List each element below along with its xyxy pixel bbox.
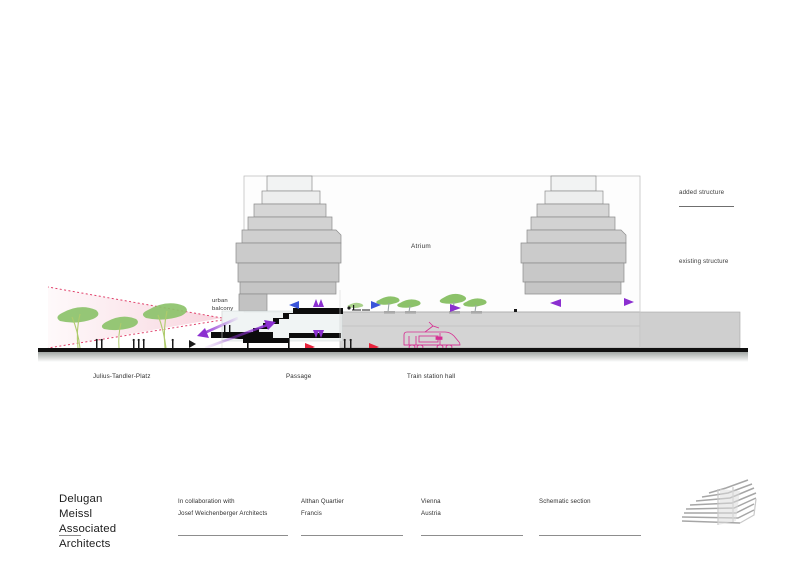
studio-logo-mark <box>678 477 760 529</box>
studio-name-line-3: Associated <box>59 523 117 536</box>
plaza-trees <box>57 303 187 349</box>
passage-people <box>343 338 352 348</box>
footer-col2-line1: Althan Quartier <box>301 498 344 505</box>
footer-col3-rule <box>421 535 523 536</box>
studio-name-line-4: Architects <box>59 538 111 551</box>
atrium-label: Atrium <box>411 243 431 250</box>
stair-arrows-purple <box>197 316 276 350</box>
view-cone <box>47 286 223 349</box>
station-podium <box>339 311 741 349</box>
urban-balcony-label-line1: urban <box>212 298 228 304</box>
footer-column-collaboration: In collaboration with Josef Weichenberge… <box>178 496 267 520</box>
train-locomotive <box>403 321 461 350</box>
ground-label-train-station-hall: Train station hall <box>407 373 456 380</box>
legend-added-structure: added structure <box>679 189 725 196</box>
footer-column-drawing-type: Schematic section <box>539 496 591 508</box>
footer-col4-line1: Schematic section <box>539 498 591 505</box>
section-svg <box>38 175 748 362</box>
architectural-section-drawing <box>38 175 748 362</box>
footer-col2-rule <box>301 535 403 536</box>
ground-label-passage: Passage <box>286 373 312 380</box>
right-tower-massing <box>520 175 627 295</box>
plaza-people <box>95 338 196 348</box>
footer-left-stub-rule <box>59 535 81 536</box>
left-tower-massing <box>235 175 342 312</box>
footer-col1-line2: Josef Weichenberger Architects <box>178 509 268 517</box>
footer-col4-rule <box>539 535 641 536</box>
roofdeck-arrow-purple-right <box>350 304 461 312</box>
footer-column-location: Vienna Austria <box>421 496 441 520</box>
lift-arrows-vertical <box>313 299 324 338</box>
legend-added-rule <box>679 206 734 207</box>
ground-label-plaza: Julius-Tandler-Platz <box>93 373 151 380</box>
footer-col1-line1: In collaboration with <box>178 498 235 505</box>
legend-existing-structure: existing structure <box>679 258 729 265</box>
station-arrow-purple-left <box>550 299 632 307</box>
urban-balcony-label-line2: balcony <box>212 306 234 312</box>
studio-name-line-1: Delugan <box>59 493 103 505</box>
footer-col1-rule <box>178 535 288 536</box>
studio-name-block: Delugan Meissl Associated Architects <box>59 492 116 553</box>
ground-line <box>38 348 748 362</box>
footer-col3-line2: Austria <box>421 509 441 517</box>
footer-col3-line1: Vienna <box>421 498 441 505</box>
section-guides <box>221 290 641 348</box>
footer-column-project: Althan Quartier Francis <box>301 496 344 520</box>
footer-col2-line2: Francis <box>301 509 322 517</box>
studio-name-line-2: Meissl <box>59 508 93 521</box>
